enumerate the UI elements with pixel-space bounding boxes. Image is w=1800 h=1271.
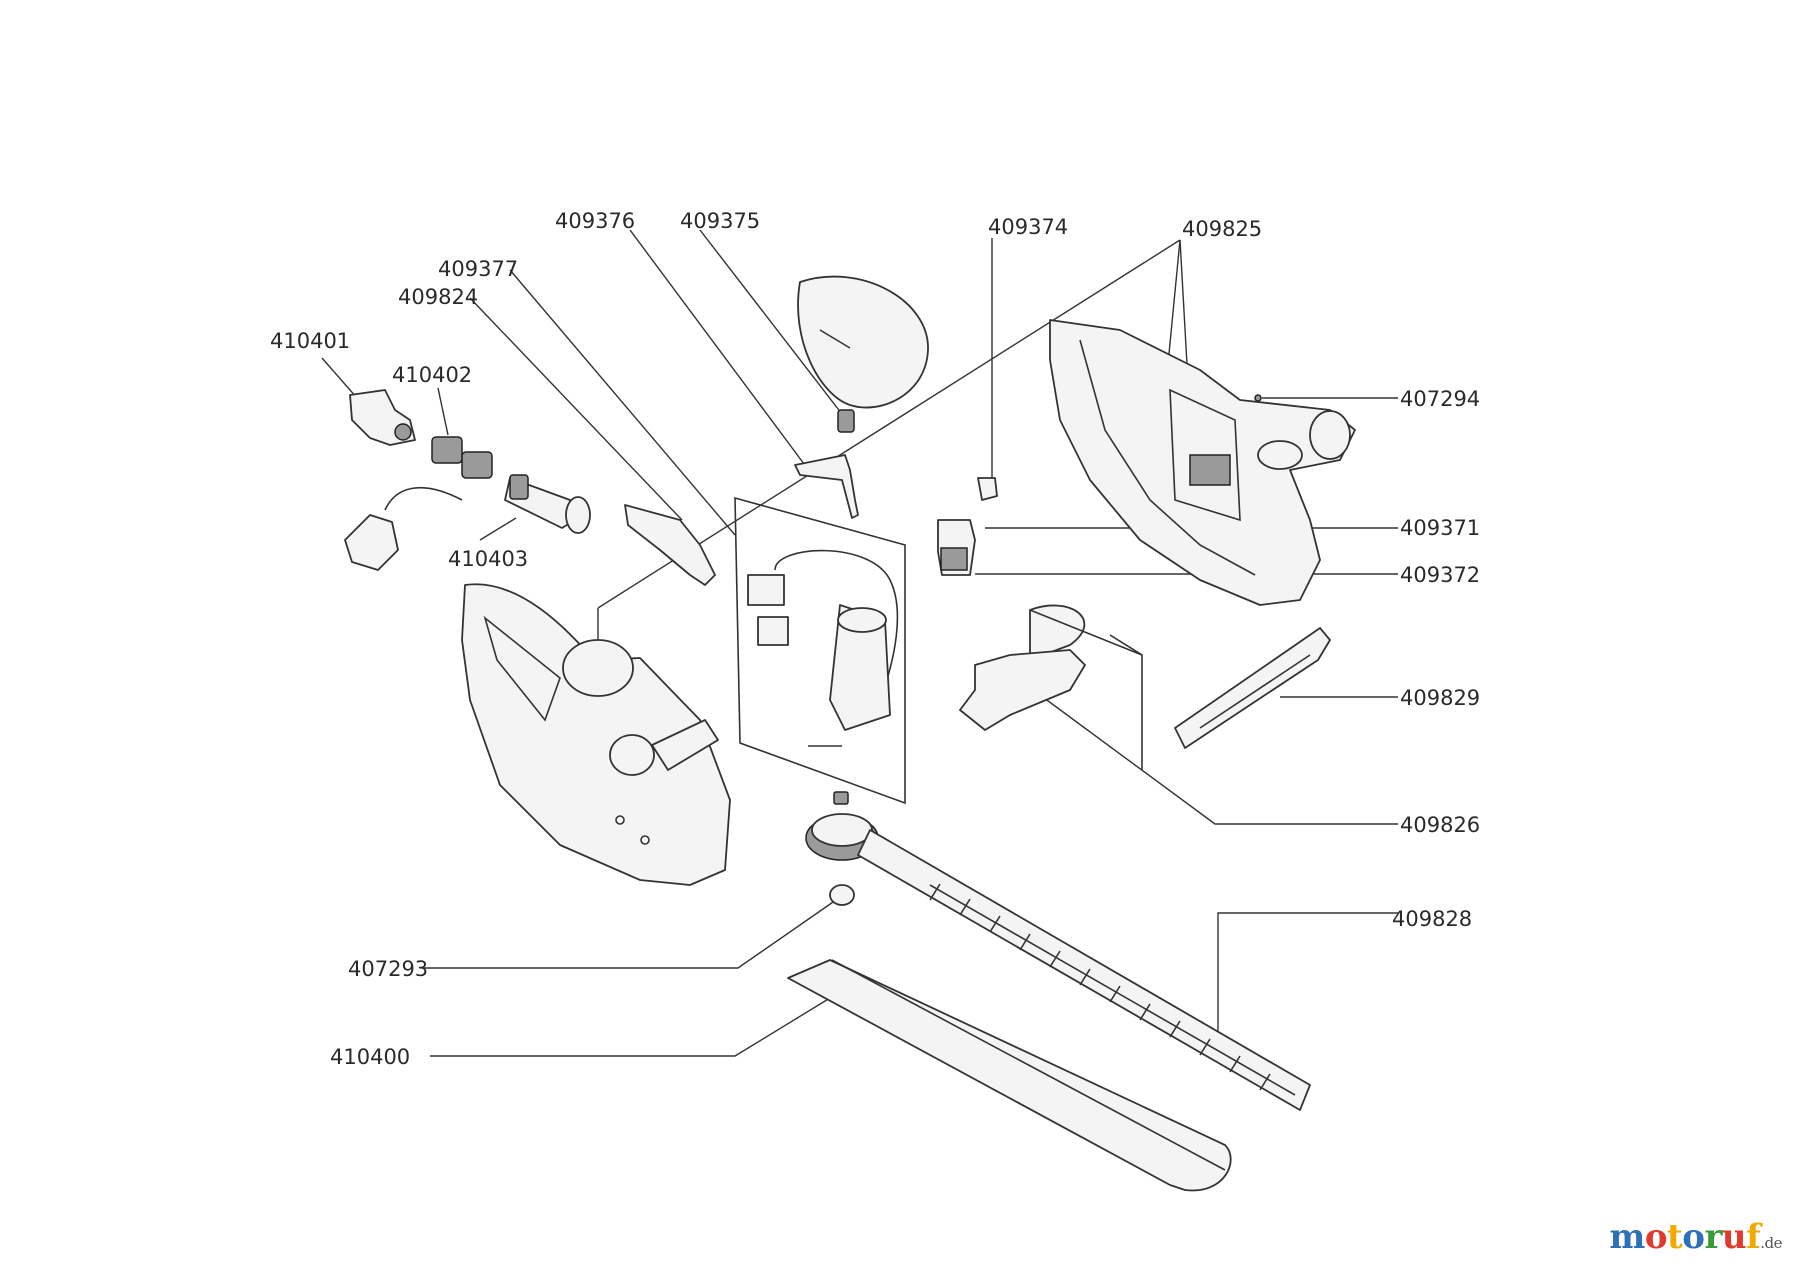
part-labels: 409376 409375 409374 409825 409377 40982…	[270, 209, 1480, 1069]
leader-409824	[469, 297, 683, 521]
cable-plug-part	[344, 486, 463, 571]
motor-assembly-part	[734, 496, 906, 805]
leader-409375	[699, 229, 846, 419]
leader-410402	[437, 387, 449, 436]
label-407294: 407294	[1400, 387, 1480, 411]
blade-409828-part	[857, 829, 1311, 1111]
label-410401: 410401	[270, 329, 350, 353]
watermark-logo: motoruf.de	[1609, 1217, 1782, 1257]
leader-409376	[629, 229, 811, 473]
label-409825: 409825	[1182, 217, 1262, 241]
guard-409829-part	[1174, 627, 1331, 749]
left-housing-part	[461, 583, 731, 886]
clip-409374-part	[977, 477, 998, 501]
watermark-letter: r	[1704, 1217, 1722, 1257]
blade-teeth	[929, 883, 1271, 1091]
watermark-letter: t	[1667, 1217, 1683, 1257]
watermark-letter: f	[1746, 1217, 1761, 1257]
label-410402: 410402	[392, 363, 472, 387]
front-handle-409826-part	[959, 604, 1143, 770]
label-407293: 407293	[348, 957, 428, 981]
watermark-letter: o	[1644, 1217, 1668, 1257]
leader-409374	[984, 238, 993, 499]
cable-sleeve-410403-part	[504, 474, 591, 534]
leader-409825-b	[1179, 239, 1189, 383]
leader-410403	[479, 517, 517, 541]
plug-410401-part	[349, 389, 416, 446]
switch-lever-part	[794, 454, 859, 519]
leader-409377	[509, 269, 736, 536]
motor-cover-part	[797, 275, 929, 409]
leader-410400	[430, 997, 831, 1057]
screw-407294-part	[1254, 394, 1262, 402]
watermark-letter: o	[1682, 1217, 1705, 1257]
label-409371: 409371	[1400, 516, 1480, 540]
washer-407293-part	[829, 884, 855, 906]
label-409372: 409372	[1400, 563, 1480, 587]
leader-410401	[321, 357, 358, 399]
leader-409825-b2	[1167, 239, 1181, 365]
label-410403: 410403	[448, 547, 528, 571]
label-409826: 409826	[1400, 813, 1480, 837]
watermark-suffix: .de	[1760, 1234, 1782, 1252]
watermark-letter: u	[1721, 1217, 1747, 1257]
label-409828: 409828	[1392, 907, 1472, 931]
strain-relief-410402-part	[431, 436, 493, 479]
watermark-letters: motoruf	[1609, 1217, 1760, 1257]
blade-sheath-410400-part	[787, 959, 1232, 1192]
trigger-409824-part	[624, 504, 716, 586]
watermark-letter: m	[1609, 1217, 1645, 1257]
leader-409828	[1217, 912, 1398, 1040]
label-409375: 409375	[680, 209, 760, 233]
label-409824: 409824	[398, 285, 478, 309]
label-409374: 409374	[988, 215, 1068, 239]
label-409376: 409376	[555, 209, 635, 233]
brush-holder-part	[937, 519, 976, 576]
right-housing-part	[1049, 319, 1356, 606]
label-409377: 409377	[438, 257, 518, 281]
leader-409826	[1039, 694, 1398, 825]
label-409829: 409829	[1400, 686, 1480, 710]
switch-spring-part	[837, 409, 855, 433]
leader-407293	[423, 899, 837, 969]
label-410400: 410400	[330, 1045, 410, 1069]
